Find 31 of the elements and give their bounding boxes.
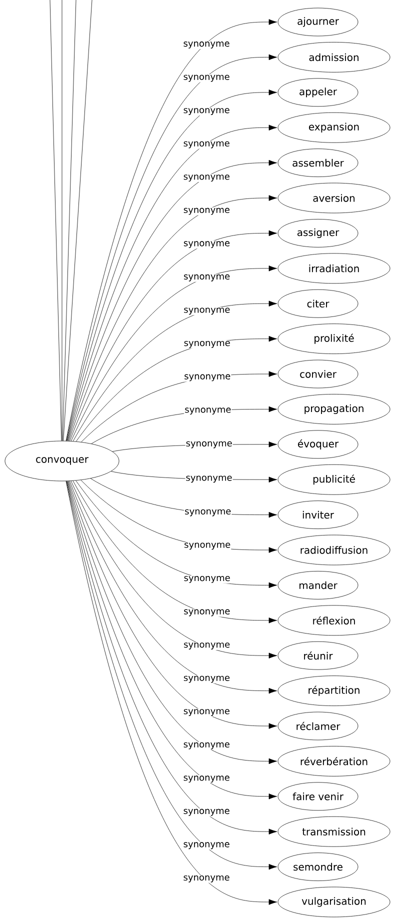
edge-label: synonyme [182, 708, 230, 717]
edge-label: synonyme [183, 608, 231, 617]
edge-label: synonyme [182, 140, 230, 149]
edge-label: synonyme [182, 808, 230, 816]
edge-label: synonyme [182, 108, 230, 116]
edge-label: synonyme [182, 240, 230, 249]
edge-label: synonyme [183, 576, 231, 584]
arrow [72, 300, 278, 442]
edge-label: synonyme [185, 440, 233, 449]
edge-label: synonyme [182, 742, 230, 750]
edge-label: synonyme [182, 874, 230, 883]
edge-label: synonyme [185, 475, 233, 484]
edge-label: synonyme [184, 407, 232, 416]
edge-label: synonyme [182, 675, 230, 684]
edge-label: synonyme [182, 41, 230, 49]
edge-label: synonyme [183, 642, 231, 650]
edge-label: synonyme [183, 274, 231, 282]
edge-label: synonyme [183, 307, 231, 316]
edge-label: synonyme [182, 842, 230, 850]
edge-label: synonyme [184, 508, 232, 517]
edge-label: synonyme [182, 174, 230, 182]
edge-label: synonyme [182, 207, 230, 216]
edge-label: synonyme [184, 542, 232, 550]
edge-label: synonyme [184, 374, 232, 382]
arrow [70, 480, 278, 658]
edge-label: synonyme [183, 340, 231, 348]
arrow [76, 480, 278, 588]
arrow [70, 266, 278, 442]
arrow [72, 480, 278, 624]
edge-label: synonyme [182, 74, 230, 82]
edge-label: synonyme [182, 775, 230, 784]
